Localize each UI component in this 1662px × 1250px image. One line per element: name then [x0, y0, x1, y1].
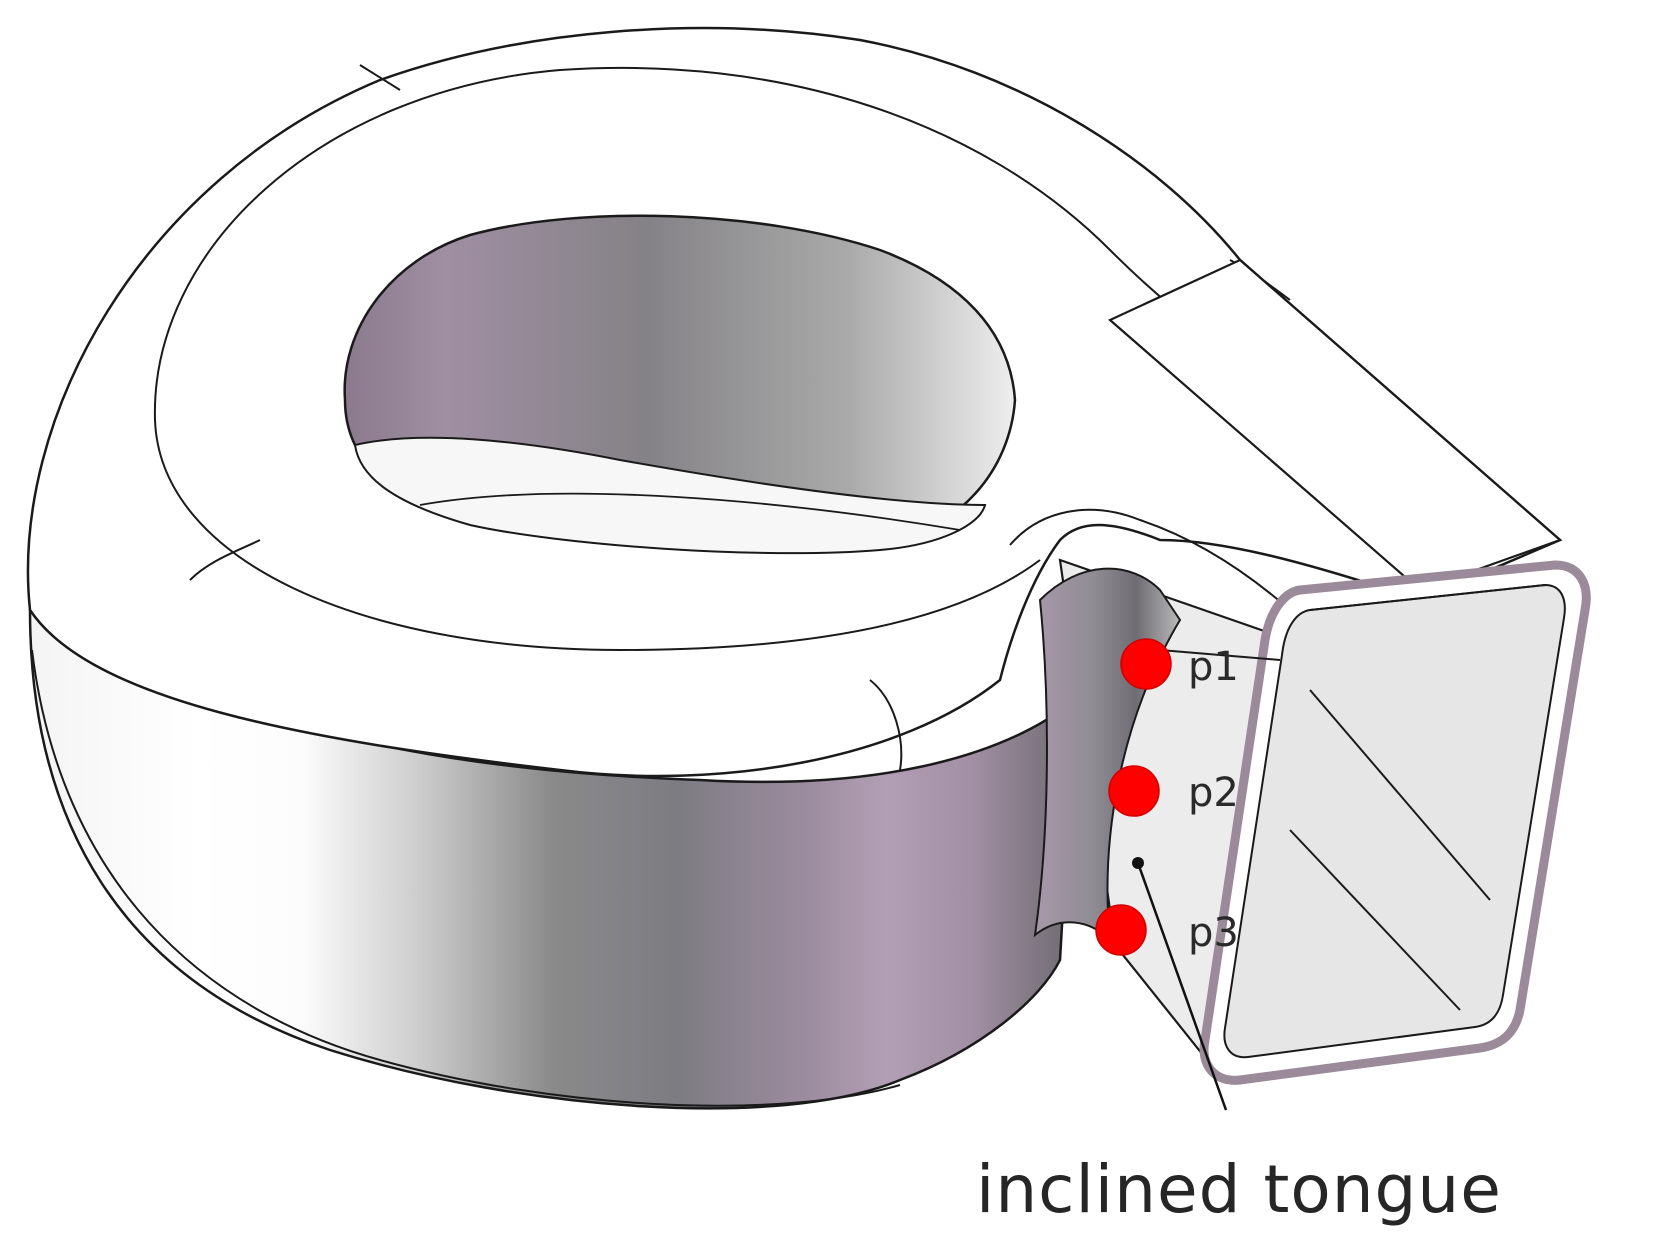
outlet-opening-inner: [1223, 583, 1566, 1059]
bore-floor-edge: [419, 492, 961, 531]
base-lip: [31, 649, 901, 1107]
caption-leader: [1132, 857, 1228, 1111]
label-p1: p1: [1188, 644, 1239, 690]
label-p3: p3: [1188, 910, 1239, 956]
marker-p2: [1108, 765, 1160, 817]
seam-lines: [189, 64, 1291, 771]
measurement-points: p1 p2 p3: [1095, 638, 1239, 956]
label-p2: p2: [1188, 770, 1239, 816]
leader-line: [1136, 862, 1228, 1111]
marker-p1: [1120, 638, 1172, 690]
figure-caption: inclined tongue: [976, 1151, 1502, 1228]
outlet-inner-edges: [1159, 584, 1546, 1011]
top-face-inner-ring: [153, 66, 1241, 652]
bore-floor: [353, 436, 987, 555]
marker-p3: [1095, 904, 1147, 956]
outlet-shoulder: [1009, 508, 1291, 611]
